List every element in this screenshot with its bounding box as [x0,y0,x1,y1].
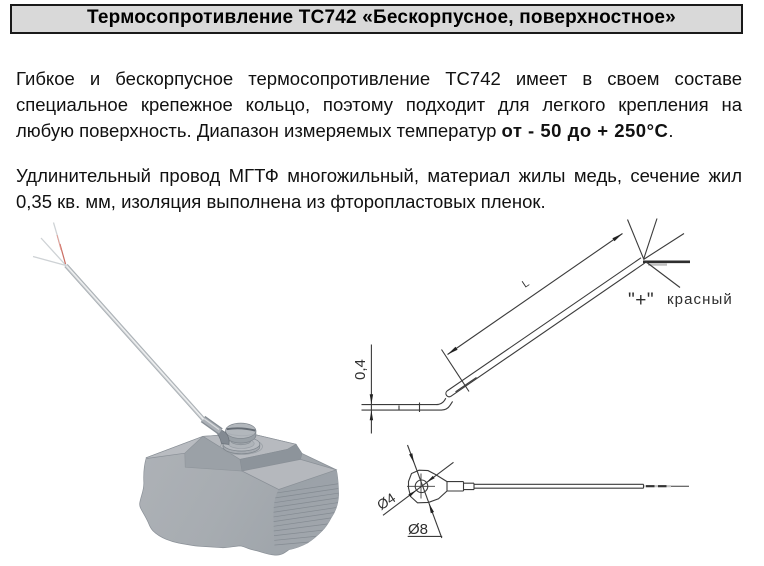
svg-text:0,4: 0,4 [352,359,369,380]
svg-text:"+": "+" [628,290,654,311]
svg-text:красный: красный [667,291,733,308]
svg-text:L: L [520,277,532,290]
svg-text:Ø8: Ø8 [408,521,428,538]
svg-text:Ø4: Ø4 [374,489,399,513]
